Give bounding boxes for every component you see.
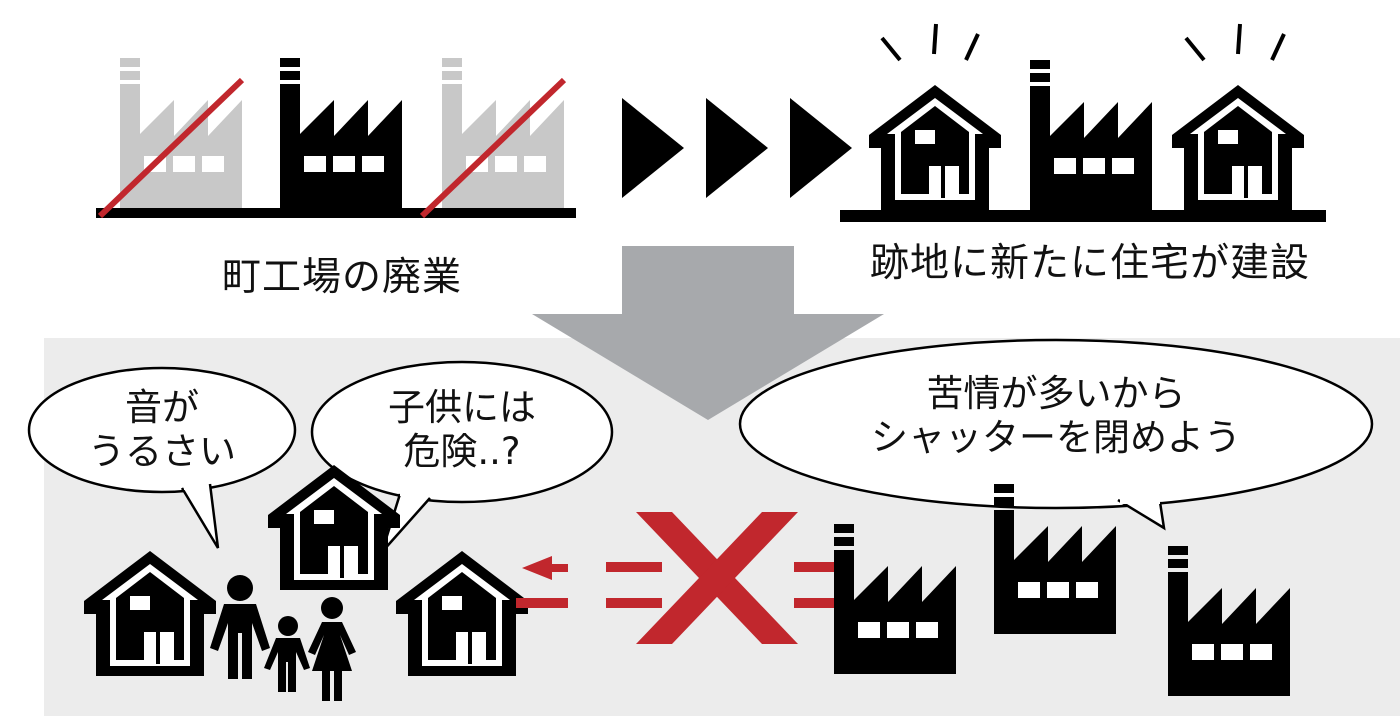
triangle-arrow-icon [790,98,852,198]
speech-bubble-noise [27,366,297,549]
closed-factories-group [96,58,576,219]
child-figure-icon [264,616,310,692]
closed-factory-icon [419,58,567,219]
speech-bubble-danger [310,360,614,553]
house-icon [1172,85,1304,210]
triangle-arrow-icon [706,98,768,198]
factory-icon [1030,60,1152,210]
woman-figure-icon [308,597,356,701]
residential-houses [84,465,528,676]
bubble-text-noise: 音が うるさい [62,386,262,475]
triangle-arrow-icon [622,98,684,198]
house-icon [396,551,528,676]
sparkle-icon [1184,23,1286,62]
label-new-housing: 跡地に新たに住宅が建設 [870,241,1311,286]
big-down-arrow-icon [532,246,884,420]
ground-line-right [840,210,1326,222]
ground-line-left [96,208,576,218]
factory-icon [280,58,402,208]
family-icon [210,575,356,701]
man-figure-icon [210,575,270,679]
house-icon [84,551,216,676]
bubble-text-factory: 苦情が多いから シャッターを閉めよう [776,372,1336,461]
x-mark-icon [636,512,798,644]
speech-bubbles [27,338,1374,553]
bubble-line: 危険..? [403,430,521,474]
label-factory-closure: 町工場の廃業 [222,255,463,300]
speech-bubble-factory [738,338,1374,531]
bubble-line: 苦情が多いから [926,372,1186,415]
new-housing-group [840,23,1326,222]
arrow-left-icon [516,556,838,608]
sparkle-icon [880,23,980,62]
bubble-line: 音が [125,386,199,429]
house-icon [869,85,1001,210]
bubble-line: シャッターを閉めよう [871,416,1241,460]
bubble-line: うるさい [88,430,236,474]
blocked-communication [516,512,838,644]
closed-factory-icon [97,58,245,219]
bubble-line: 子供には [388,386,536,429]
bubble-text-danger: 子供には 危険..? [362,386,562,475]
progression-arrows [622,98,852,198]
house-icon [268,465,400,590]
